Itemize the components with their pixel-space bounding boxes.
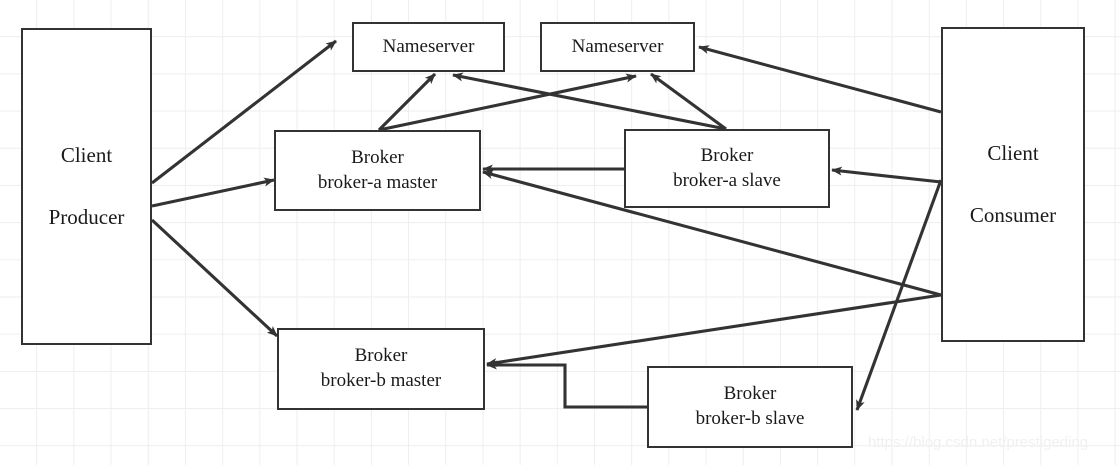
node-client-consumer[interactable]: Client Consumer xyxy=(941,27,1085,342)
node-broker-a-master-line1: Broker xyxy=(351,146,404,168)
node-broker-b-master[interactable]: Broker broker-b master xyxy=(277,328,485,410)
edge-producer-to-broker-a-master xyxy=(151,177,275,208)
node-nameserver-2-label: Nameserver xyxy=(571,35,664,57)
node-client-consumer-line1: Client xyxy=(987,141,1039,166)
node-broker-b-master-line1: Broker xyxy=(354,345,408,367)
node-broker-b-slave[interactable]: Broker broker-b slave xyxy=(647,366,853,448)
node-broker-b-master-line2: broker-b master xyxy=(320,370,442,391)
node-broker-a-master[interactable]: Broker broker-a master xyxy=(274,130,481,211)
node-broker-b-slave-line1: Broker xyxy=(723,383,777,405)
edge-broker-a-master-to-nameserver-1 xyxy=(377,72,437,132)
edge-broker-b-slave-to-broker-b-master xyxy=(486,360,647,409)
edge-consumer-to-broker-b-master xyxy=(486,293,942,367)
node-client-producer-line2: Producer xyxy=(48,204,125,229)
node-client-consumer-line2: Consumer xyxy=(969,202,1057,227)
node-broker-a-master-line2: broker-a master xyxy=(317,171,438,193)
edge-consumer-to-broker-a-slave xyxy=(831,166,942,184)
node-client-producer-line1: Client xyxy=(60,143,113,168)
edge-broker-a-master-to-nameserver-2 xyxy=(378,73,637,132)
node-broker-a-slave-line2: broker-a slave xyxy=(673,169,781,191)
node-broker-b-slave-line2: broker-b slave xyxy=(695,408,805,429)
node-nameserver-1-label: Nameserver xyxy=(382,35,475,57)
node-broker-a-slave-line1: Broker xyxy=(700,144,754,166)
edge-broker-a-slave-to-nameserver-1 xyxy=(452,72,727,131)
node-client-producer[interactable]: Client Producer xyxy=(21,28,152,345)
node-nameserver-1[interactable]: Nameserver xyxy=(352,22,505,72)
edge-producer-to-broker-b-master xyxy=(150,218,279,338)
node-broker-a-slave[interactable]: Broker broker-a slave xyxy=(624,129,830,208)
edge-consumer-to-nameserver-2 xyxy=(698,45,942,114)
edge-consumer-to-broker-b-slave xyxy=(855,179,943,411)
watermark-text: https://blog.csdn.net/prestigeding xyxy=(868,434,1089,451)
node-nameserver-2[interactable]: Nameserver xyxy=(540,22,695,72)
edge-broker-a-slave-to-nameserver-2 xyxy=(650,72,727,131)
